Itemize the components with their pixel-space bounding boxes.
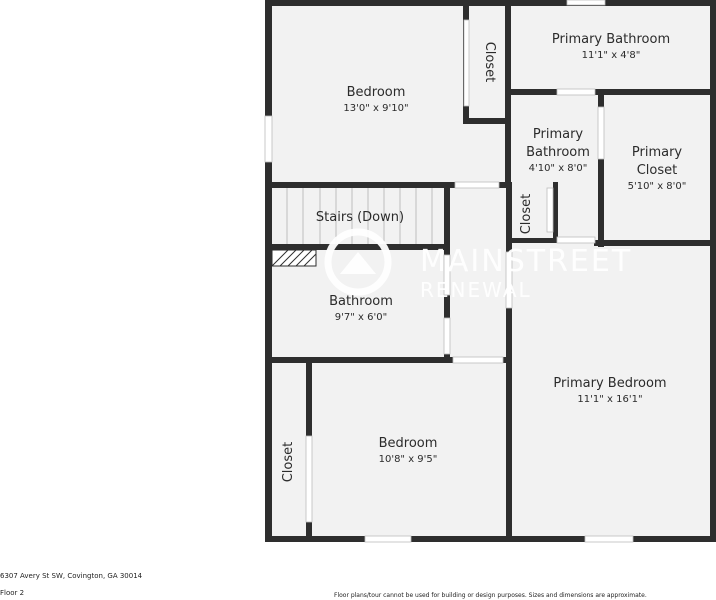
- room-primary-closet: Primary Closet 5'10" x 8'0": [628, 145, 687, 192]
- room-name-line2: Closet: [637, 163, 678, 178]
- room-primary-bathroom-mid: Primary Bathroom 4'10" x 8'0": [526, 127, 590, 174]
- stair-rail: [271, 249, 317, 267]
- room-closet-left: Closet: [281, 442, 296, 483]
- room-closet-mid: Closet: [519, 194, 534, 235]
- walls: [265, 0, 716, 542]
- room-name: Bedroom: [347, 85, 406, 100]
- address-text: 6307 Avery St SW, Covington, GA 30014: [0, 572, 143, 580]
- watermark-line1: MAINSTREET: [420, 244, 632, 279]
- room-dimensions: 11'1" x 16'1": [577, 394, 642, 405]
- room-primary-bathroom-top: Primary Bathroom 11'1" x 4'8": [552, 32, 670, 61]
- room-bedroom-top: Bedroom 13'0" x 9'10": [343, 85, 408, 114]
- room-dimensions: 10'8" x 9'5": [379, 454, 438, 465]
- floor-label: Floor 2: [0, 589, 25, 597]
- disclaimer-text: Floor plans/tour cannot be used for buil…: [334, 592, 647, 599]
- room-name-line1: Primary: [533, 127, 584, 142]
- mainstreet-logo-watermark: MAINSTREET RENEWAL: [324, 228, 632, 302]
- room-stairs: Stairs (Down): [316, 210, 404, 225]
- room-name-line2: Bathroom: [526, 145, 590, 160]
- openings: [264, 0, 634, 543]
- room-dimensions: 11'1" x 4'8": [582, 50, 641, 61]
- room-primary-bedroom: Primary Bedroom 11'1" x 16'1": [553, 376, 666, 405]
- room-name: Primary Bedroom: [553, 376, 666, 391]
- room-dimensions: 4'10" x 8'0": [529, 163, 588, 174]
- room-dimensions: 9'7" x 6'0": [335, 312, 387, 323]
- watermark-line2: RENEWAL: [420, 278, 532, 302]
- room-dimensions: 13'0" x 9'10": [343, 103, 408, 114]
- room-name: Primary Bathroom: [552, 32, 670, 47]
- room-closet-top: Closet: [482, 42, 497, 83]
- room-dimensions: 5'10" x 8'0": [628, 181, 687, 192]
- logo-house-shape: [340, 252, 376, 274]
- room-bathroom: Bathroom 9'7" x 6'0": [329, 294, 393, 323]
- room-name: Bedroom: [379, 436, 438, 451]
- room-name-line1: Primary: [632, 145, 683, 160]
- room-name: Bathroom: [329, 294, 393, 309]
- room-bedroom-bottom: Bedroom 10'8" x 9'5": [379, 436, 438, 465]
- logo-ring: [324, 228, 392, 296]
